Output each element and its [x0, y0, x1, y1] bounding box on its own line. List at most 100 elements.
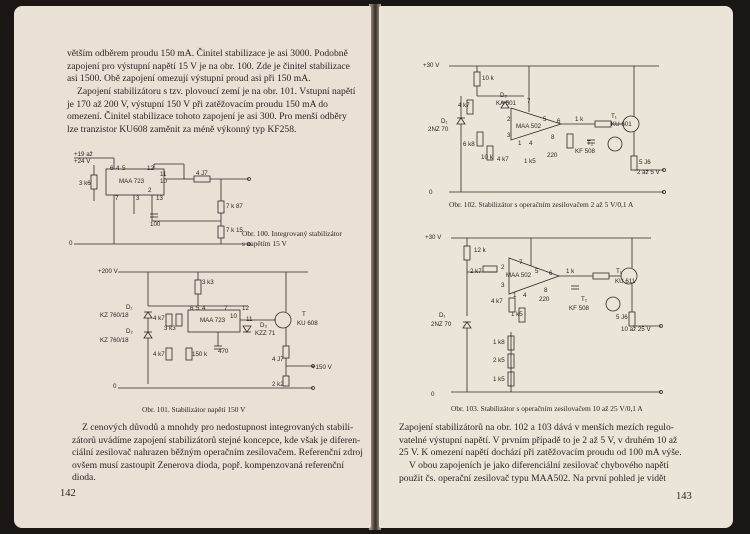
- diode-type-label: KZ 760/18: [100, 312, 129, 319]
- ic-label: MAA 723: [200, 317, 226, 324]
- diode-label: D₁: [441, 118, 448, 125]
- pin-label: 11: [246, 316, 253, 323]
- transistor-type-label: KF 508: [575, 148, 595, 155]
- resistor-label: 3 k3: [164, 325, 176, 332]
- left-paragraph-2: Zapojení stabilizátoru s tzv. plovoucí z…: [67, 86, 356, 136]
- resistor-label: 2 k7: [470, 268, 482, 275]
- text-line: zapojení pro výstupní napětí 15 V je na …: [67, 60, 350, 72]
- pin-label: 3: [136, 195, 140, 202]
- voltage-label: +30 V: [425, 234, 442, 241]
- voltage-label: 10 až 25 V: [621, 326, 651, 333]
- resistor-label: 4 k7: [491, 298, 503, 305]
- text-line: lze tranzistor KU608 zaměnit za méně výk…: [67, 123, 297, 135]
- resistor-label: 4 k7: [458, 102, 470, 109]
- ground-label: 0: [431, 391, 435, 398]
- text-line: větším odběrem proudu 150 mA. Činitel st…: [67, 48, 348, 59]
- transistor-type-label: KU 601: [611, 121, 632, 128]
- ic-label: MAA 502: [516, 123, 542, 130]
- text-line: 25 V. K omezení napětí dochází při zatěž…: [399, 447, 682, 459]
- resistor-label: 1 k: [575, 116, 584, 123]
- text-line: Zapojení stabilizátoru s tzv. plovoucí z…: [77, 86, 356, 97]
- figure-102-schematic: [449, 65, 666, 194]
- text-line: ovšem musí zastoupit Zenerova dioda, pop…: [72, 459, 344, 471]
- diode-label: D₁: [439, 312, 446, 319]
- text-line: zátorů uvádíme zapojení stabilizátorů st…: [72, 434, 361, 446]
- pin-label: 1: [518, 140, 522, 147]
- resistor-label: 1 k: [566, 268, 575, 275]
- pin-label: 10: [230, 313, 237, 320]
- pin-label: 5: [535, 268, 539, 275]
- capacitor-label: 100: [150, 221, 161, 228]
- resistor-label: 1 k8: [493, 339, 505, 346]
- diode-label: D₂: [126, 328, 133, 335]
- ic-label: MAA 723: [119, 178, 145, 185]
- text-line: omezení. Činitel stabilizace tohoto zapo…: [67, 111, 347, 123]
- pin-label: 2: [507, 116, 511, 123]
- resistor-label: 12 k: [474, 247, 486, 254]
- figure-100-caption: Obr. 100. Integrovaný stabilizátor s nap…: [242, 229, 367, 248]
- resistor-label: 10 k: [482, 75, 494, 82]
- diode-label: D₁: [126, 304, 133, 311]
- resistor-label: 1 k5: [493, 376, 505, 383]
- figure-103-caption: Obr. 103. Stabilizátor s operačním zesil…: [451, 404, 643, 413]
- right-page: +30 V 10 k 4 k7 D₁ 2NZ 70 D₂ KA 501 6 k8…: [379, 6, 733, 528]
- right-paragraph-1: Zapojení stabilizátorů na obr. 102 a 103…: [399, 422, 697, 460]
- pin-label: 4: [529, 140, 533, 147]
- voltage-label: +19 až: [74, 151, 93, 158]
- pin-label: 13: [156, 195, 163, 202]
- figure-101-schematic: [118, 271, 315, 390]
- pin-label: 3: [507, 132, 511, 139]
- figure-103-schematic: [451, 237, 663, 394]
- pin-label: 4: [116, 165, 120, 172]
- resistor-label: 7 k 87: [226, 203, 243, 210]
- page-number: 142: [60, 488, 76, 499]
- text-line: Zapojení stabilizátorů na obr. 102 a 103…: [399, 422, 674, 433]
- resistor-label: 10 k: [481, 154, 493, 161]
- text-line: dioda.: [72, 472, 96, 484]
- diode-type-label: 2NZ 70: [431, 321, 452, 328]
- diode-type-label: KZ 760/18: [100, 337, 129, 344]
- transistor-label: T₂: [587, 140, 594, 147]
- pin-label: 8: [551, 134, 555, 141]
- pin-label: 5: [543, 116, 547, 123]
- voltage-label: +200 V: [98, 268, 118, 275]
- diode-label: D₃: [260, 322, 267, 329]
- resistor-label: 3 k3: [202, 279, 214, 286]
- resistor-label: 2 k5: [493, 357, 505, 364]
- pin-label: 3: [501, 282, 505, 289]
- left-paragraph-1: větším odběrem proudu 150 mA. Činitel st…: [67, 48, 350, 86]
- left-page: větším odběrem proudu 150 mA. Činitel st…: [14, 6, 371, 528]
- diode-label: D₂: [500, 92, 507, 99]
- transistor-label: T: [302, 311, 306, 318]
- page-number: 143: [676, 491, 692, 502]
- pin-label: 2: [501, 264, 505, 271]
- diode-type-label: KZZ 71: [255, 330, 276, 337]
- ground-label: 0: [113, 383, 117, 390]
- resistor-label: 3 k6: [79, 180, 91, 187]
- resistor-label: 150 k: [192, 351, 208, 358]
- transistor-type-label: KU 611: [615, 278, 636, 285]
- pin-label: 7: [527, 98, 531, 105]
- text-line: vatelné výstupní napětí. V prvním případ…: [399, 434, 678, 446]
- ground-label: 0: [69, 240, 73, 247]
- book-gutter: [369, 4, 381, 530]
- voltage-label: +30 V: [423, 62, 440, 69]
- left-paragraph-3: Z cenových důvodů a mnohdy pro nedostupn…: [72, 422, 363, 485]
- resistor-label: 4 k7: [153, 315, 165, 322]
- pin-label: 6: [190, 305, 194, 312]
- pin-label: 6: [557, 118, 561, 125]
- resistor-label: 1 k5: [524, 158, 536, 165]
- caption-line: Obr. 100. Integrovaný stabilizátor: [242, 229, 342, 238]
- text-line: je 170 až 200 V, výstupní 150 V při zatě…: [67, 98, 328, 110]
- resistor-label: 1 k5: [511, 311, 523, 318]
- text-line: Z cenových důvodů a mnohdy pro nedostupn…: [82, 422, 354, 433]
- pin-label: 6: [110, 165, 114, 172]
- resistor-label: 4 k7: [153, 351, 165, 358]
- caption-line: s napětím 15 V: [242, 238, 287, 248]
- transistor-label: T₁: [616, 268, 622, 275]
- transistor-type-label: KU 608: [297, 320, 318, 327]
- right-paragraph-2: V obou zapojeních je jako diferenciální …: [399, 460, 697, 485]
- voltage-label: 2 až 5 V: [637, 169, 660, 176]
- transistor-type-label: KF 508: [569, 305, 589, 312]
- resistor-label: 4 k7: [497, 156, 509, 163]
